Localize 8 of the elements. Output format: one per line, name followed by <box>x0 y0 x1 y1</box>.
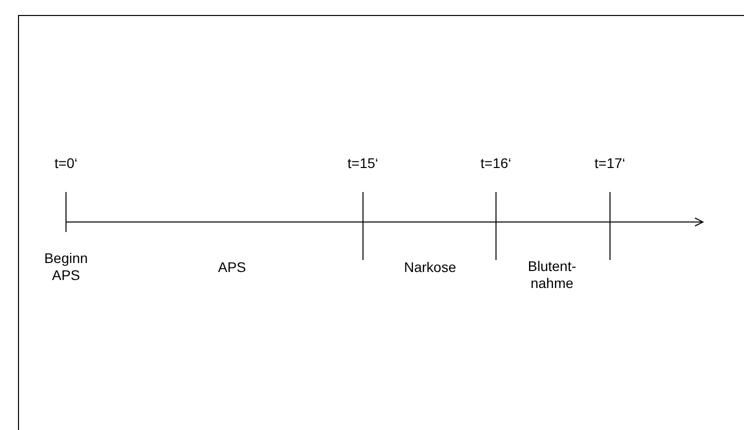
phase-label: APS <box>218 259 246 276</box>
tick-label: t=0‘ <box>54 155 78 172</box>
phase-label: Beginn APS <box>43 250 89 284</box>
tick-label: t=15‘ <box>348 155 378 172</box>
tick-label: t=16‘ <box>480 155 512 172</box>
tick-label: t=17‘ <box>594 155 626 172</box>
phase-label: Narkose <box>404 259 456 276</box>
phase-label: Blutent- nahme <box>526 258 578 292</box>
